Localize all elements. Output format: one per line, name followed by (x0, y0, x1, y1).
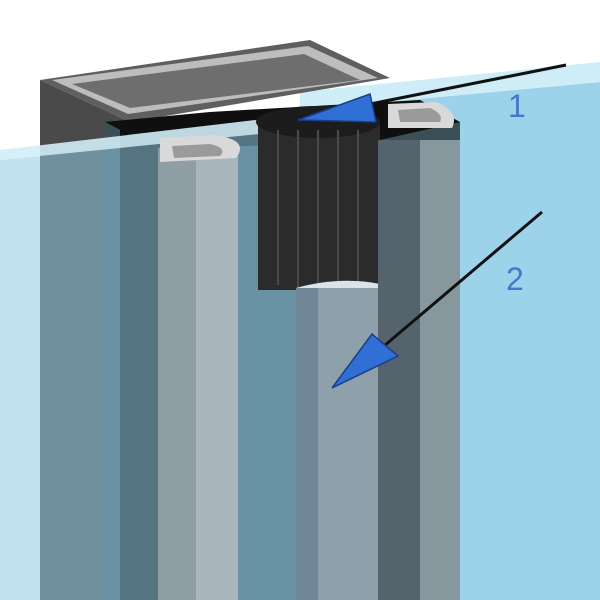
frame-cavity (72, 54, 360, 108)
callout-2-arrow-pointer-icon (331, 332, 400, 389)
d-gasket-left-hole (172, 144, 223, 158)
d-gasket-right-hole (398, 108, 441, 122)
callout-label-1: 1 (508, 88, 526, 124)
callout-2-leader-line (383, 210, 543, 348)
glass-pane-left-top-edge (0, 120, 300, 160)
callout-1-leader-line (369, 63, 567, 106)
d-gasket-left-highlight (196, 148, 238, 600)
grey-gasket-shadow (296, 288, 318, 600)
rubber-seal-ribs (277, 130, 359, 289)
glass-pane-left (0, 130, 300, 600)
callout-1-arrow-pointer-icon (297, 93, 377, 123)
d-gasket-right-highlight (420, 140, 460, 600)
callout-label-2: 2 (506, 261, 524, 297)
